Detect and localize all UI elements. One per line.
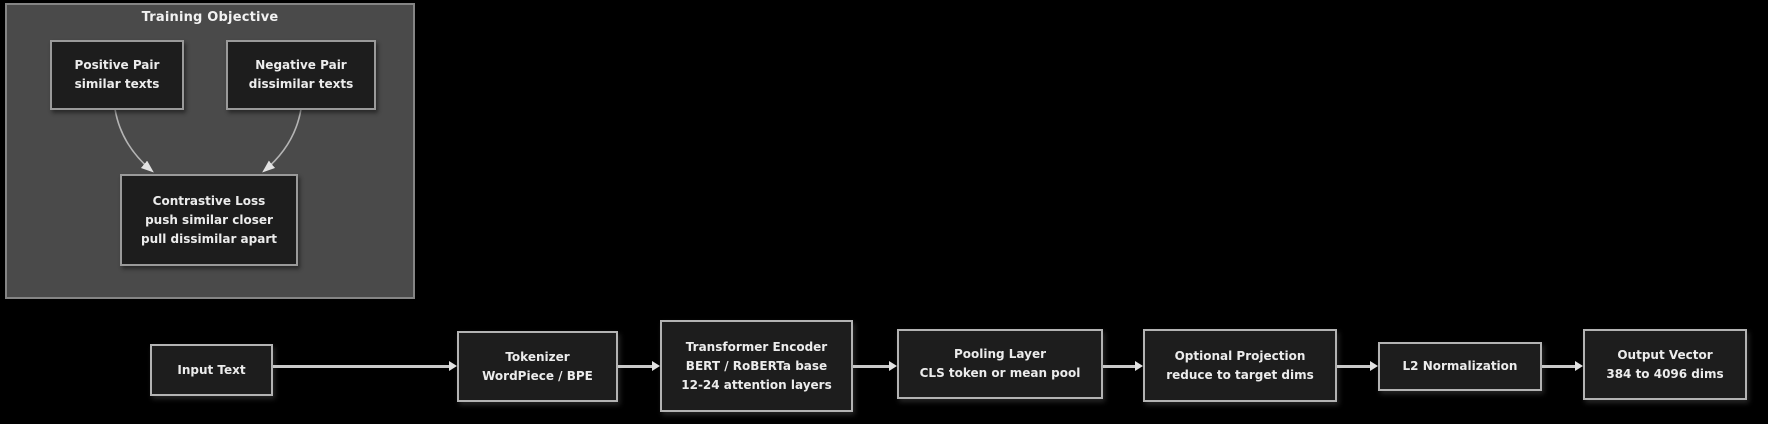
node-sublabel: BERT / RoBERTa base — [685, 358, 828, 373]
panel-title: Training Objective — [141, 10, 279, 25]
flow-connector — [1103, 365, 1136, 368]
flow-connector — [273, 365, 450, 368]
contrastive-loss-line3: pull dissimilar apart — [140, 231, 277, 246]
flow-connector — [1337, 365, 1371, 368]
node-sublabel: reduce to target dims — [1166, 367, 1314, 382]
curved-arrow-positive-to-loss — [114, 108, 154, 173]
arrow-right-icon — [1575, 361, 1583, 371]
pipeline-node-optional-projection: Optional Projection reduce to target dim… — [1143, 329, 1337, 402]
pipeline-node-transformer-encoder: Transformer Encoder BERT / RoBERTa base … — [660, 320, 853, 412]
node-label: Input Text — [177, 362, 246, 377]
training-objective-panel: Training Objective Positive Pair similar… — [5, 3, 415, 299]
node-label: Pooling Layer — [953, 347, 1047, 361]
arrow-right-icon — [652, 361, 660, 371]
pipeline-node-l2-normalization: L2 Normalization — [1378, 342, 1542, 391]
node-sublabel: 384 to 4096 dims — [1606, 366, 1724, 381]
positive-pair-box: Positive Pair similar texts — [50, 40, 184, 110]
node-label: Output Vector — [1617, 347, 1713, 362]
node-label: Transformer Encoder — [685, 339, 828, 354]
flow-connector — [853, 365, 890, 368]
contrastive-loss-line2: push similar closer — [145, 212, 273, 227]
contrastive-loss-title: Contrastive Loss — [152, 193, 266, 208]
pipeline-node-output-vector: Output Vector 384 to 4096 dims — [1583, 329, 1747, 400]
flow-connector — [1542, 365, 1576, 368]
node-label: L2 Normalization — [1402, 359, 1518, 373]
curved-arrow-negative-to-loss — [262, 108, 302, 173]
pipeline-node-tokenizer: Tokenizer WordPiece / BPE — [457, 331, 618, 402]
node-sublabel: WordPiece / BPE — [482, 368, 593, 383]
negative-pair-box: Negative Pair dissimilar texts — [226, 40, 376, 110]
pipeline-node-pooling-layer: Pooling Layer CLS token or mean pool — [897, 329, 1103, 399]
arrow-right-icon — [1370, 361, 1378, 371]
arrow-right-icon — [889, 361, 897, 371]
node-sublabel: 12-24 attention layers — [681, 377, 832, 392]
negative-pair-subtitle: dissimilar texts — [248, 77, 354, 91]
arrow-right-icon — [1135, 361, 1143, 371]
contrastive-loss-box: Contrastive Loss push similar closer pul… — [120, 174, 298, 266]
node-label: Tokenizer — [505, 349, 570, 364]
positive-pair-subtitle: similar texts — [74, 77, 160, 91]
pipeline-node-input-text: Input Text — [150, 344, 273, 396]
negative-pair-title: Negative Pair — [255, 58, 347, 72]
arrow-right-icon — [449, 361, 457, 371]
positive-pair-title: Positive Pair — [74, 58, 160, 72]
node-label: Optional Projection — [1174, 348, 1306, 363]
flow-connector — [618, 365, 653, 368]
node-sublabel: CLS token or mean pool — [919, 366, 1081, 380]
